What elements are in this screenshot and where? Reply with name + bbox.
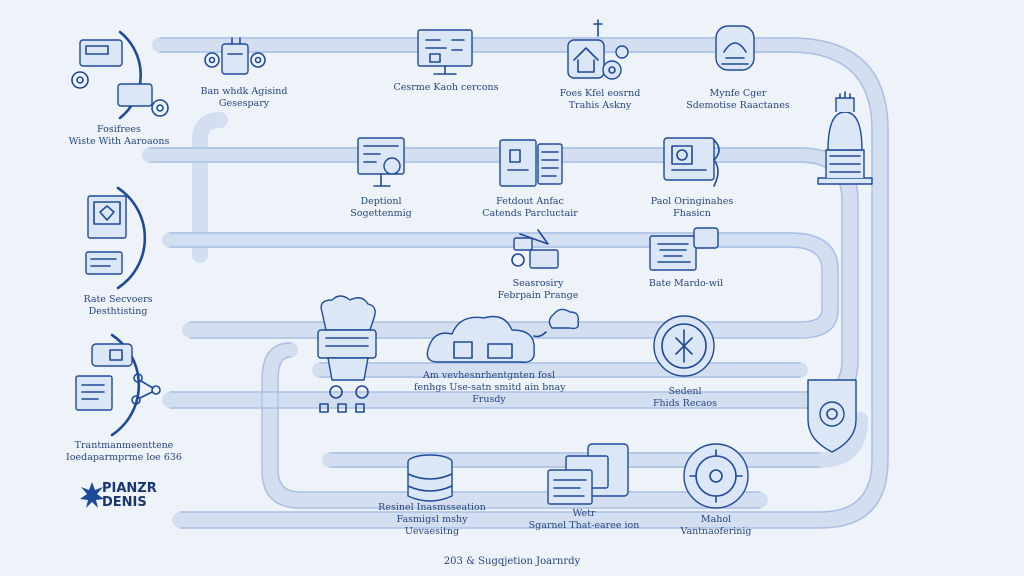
- database-stack-icon: [407, 454, 453, 502]
- chat-document-network-icon: [75, 343, 161, 411]
- presentation-board-icon: [417, 29, 473, 75]
- book-document-icon: [499, 139, 563, 187]
- robot-machine-icon: [317, 295, 377, 413]
- crystal-ball-icon: [715, 25, 755, 71]
- crane-stack-icon: [511, 229, 559, 269]
- diagram-caption: 203 & Sugqjetion Joarnrdy: [443, 556, 581, 567]
- pipe-network: [142, 37, 889, 529]
- house-gear-icon: [567, 19, 629, 80]
- statue-tower-icon: [817, 91, 873, 185]
- brand-star-icon: [80, 482, 104, 508]
- shield-emblem-icon: [807, 379, 857, 453]
- monitor-document-icon: [85, 195, 127, 275]
- monitor-chart-icon: [357, 137, 405, 187]
- cloud-computing-icon: [426, 308, 580, 363]
- dial-clock-icon: [683, 443, 749, 509]
- robot-gears-icon: [204, 37, 266, 75]
- monitor-stage-icon: [649, 227, 719, 271]
- tablet-mechanism-icon: [663, 137, 720, 187]
- browser-windows-icon: [547, 443, 629, 505]
- settings-cards-icon: [71, 39, 169, 117]
- label-r1b: Cesrme Kaoh cercons: [393, 82, 499, 93]
- gear-compass-icon: [653, 315, 715, 377]
- label-r3b: Bate Mardo-wil: [648, 278, 724, 289]
